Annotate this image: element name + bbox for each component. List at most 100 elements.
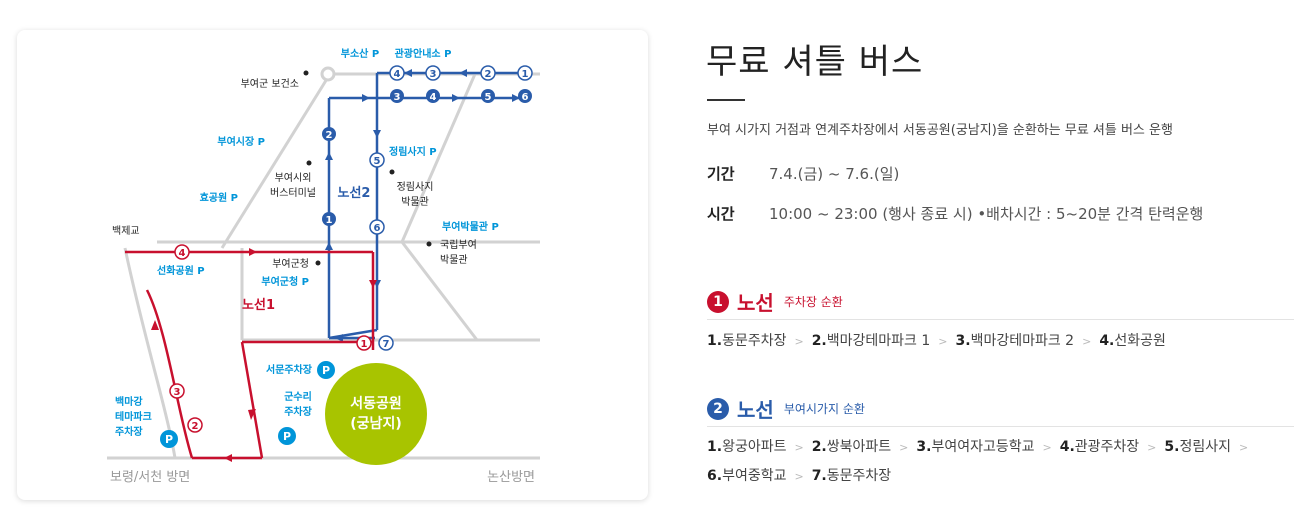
stop-item: 4.선화공원 [1099, 327, 1166, 355]
r1-stop-4-num: 4 [179, 248, 186, 259]
route1-arrow-left [224, 454, 232, 462]
landmark-dots [303, 70, 432, 266]
museum-p-label: 부여박물관 P [442, 220, 499, 233]
stop-name: 동문주차장 [826, 468, 892, 484]
r2-stop-4 [426, 89, 440, 103]
gunsu-label-2: 주차장 [284, 405, 312, 418]
parking-icon-p: P [283, 430, 291, 443]
r1-stop-4 [174, 244, 190, 260]
r2-stop-1 [322, 212, 336, 226]
chevron-right-icon: > [1042, 441, 1052, 454]
boganso-label: 부여군 보건소 [241, 78, 299, 90]
stop-number: 5. [1164, 439, 1180, 455]
baekma-label-2: 테마파크 [115, 410, 152, 423]
r2-stop-7-num: 7 [383, 339, 390, 350]
stop-name: 동문주차장 [722, 333, 787, 349]
stop-name: 백마강테마파크 2 [970, 333, 1075, 349]
stop-name: 부여중학교 [722, 468, 787, 484]
jeongnim-p-label: 정림사지 P [389, 145, 437, 158]
r2-stop-2 [322, 127, 336, 141]
route2-divider [707, 426, 1294, 427]
museum-label-2: 박물관 [440, 254, 468, 266]
r2-stop-6 [518, 89, 532, 103]
seonhwa-label: 선화공원 P [157, 264, 205, 277]
route1-arrow-right [249, 248, 257, 256]
r2-stop-2-num: 2 [326, 130, 333, 141]
stop-item: 5.정림사지> [1164, 433, 1256, 462]
parking-icon [317, 361, 335, 379]
stop-number: 1. [707, 333, 723, 349]
stop-name: 선화공원 [1114, 333, 1166, 349]
description: 부여 시가지 거점과 연계주차장에서 서동공원(궁남지)을 순환하는 무료 셔틀… [707, 123, 1173, 138]
road-node [320, 66, 336, 82]
stop-number: 6. [707, 468, 723, 484]
r2-stop-4-num: 4 [430, 92, 437, 103]
stop-number: 2. [811, 439, 827, 455]
stop-name: 쌍북아파트 [826, 439, 892, 455]
stop-name: 왕궁아파트 [722, 439, 787, 455]
stop-name: 정림사지 [1179, 439, 1231, 455]
stop-number: 4. [1099, 333, 1115, 349]
stop-item: 6.부여중학교> [707, 462, 812, 491]
hyogong-label: 효공원 P [200, 191, 238, 204]
jeongnim-label-1: 정림사지 [397, 181, 434, 193]
park-label-2: (궁남지) [350, 415, 401, 432]
route2-stops: 1.왕궁아파트>2.쌍북아파트>3.부여여자고등학교>4.관광주차장>5.정림사… [707, 433, 1302, 491]
route2-arrow-left [335, 334, 343, 342]
r1-stop-2 [187, 417, 203, 433]
route1-map-label: 노선1 [242, 297, 275, 313]
stop-item: 1.동문주차장 > [707, 327, 812, 356]
stop-item: 2.쌍북아파트 > [812, 433, 917, 462]
r1-stop-1-num: 1 [361, 339, 368, 350]
gwangwang-label: 관광안내소 P [395, 47, 452, 60]
stop-number: 1. [707, 439, 723, 455]
seomun-label: 서문주차장 [266, 363, 313, 376]
route-map: 서동공원 (궁남지) 2 1 3 4 5 6 4 3 2 1 5 6 7 4 1… [17, 30, 648, 500]
page-title: 무료 셔틀 버스 [706, 42, 924, 82]
route1-arrow-down [369, 280, 377, 288]
stop-item: 7.동문주차장 [812, 462, 891, 490]
r1-stop-3-num: 3 [174, 387, 181, 398]
route1-arrow-up [151, 320, 159, 330]
r2-stop-3 [390, 89, 404, 103]
r2-return-4 [389, 65, 405, 81]
r1-stop-1 [356, 335, 372, 351]
route2-number-badge: 2 [707, 397, 729, 420]
route1-header: 1 노선 주차장 순환 [707, 287, 843, 316]
parking-icon [160, 430, 178, 448]
terminal-label-2: 버스터미널 [270, 187, 316, 199]
route1-stops: 1.동문주차장>2.백마강테마파크 1>3.백마강테마파크 2>4.선화공원 [707, 327, 1302, 356]
baekma-label-3: 주차장 [115, 425, 143, 438]
chevron-right-icon: > [899, 441, 909, 454]
park-circle [325, 363, 427, 465]
period-value: 7.4.(금) ~ 7.6.(일) [769, 165, 900, 183]
gunsu-label-1: 군수리 [284, 390, 312, 403]
museum-label-1: 국립부여 [440, 238, 477, 251]
jeongnim-label-2: 박물관 [401, 196, 429, 208]
route1-arrow-down-2 [248, 409, 256, 420]
route1-divider [707, 319, 1294, 320]
county-label: 부여군청 [272, 258, 309, 270]
r2-stop-5-out [369, 152, 385, 168]
route2-map-label: 노선2 [338, 185, 371, 201]
stop-item: 3.부여여자고등학교> [916, 433, 1059, 462]
time-label: 시간 [707, 205, 735, 223]
route2-subtitle: 부여시가지 순환 [783, 402, 865, 416]
r1-stop-2-num: 2 [192, 421, 199, 432]
route-map-svg: 서동공원 (궁남지) 2 1 3 4 5 6 4 3 2 1 5 6 7 4 1… [107, 47, 540, 485]
r2-stop-1-num: 1 [326, 215, 333, 226]
boryeong-label: 보령/서천 방면 [110, 470, 190, 485]
r2-return-4-num: 4 [394, 69, 401, 80]
nonsan-label: 논산방면 [487, 470, 535, 485]
r2-stop-6-out-num: 6 [374, 223, 381, 234]
market-label: 부여시장 P [217, 135, 265, 148]
chevron-right-icon: > [1082, 335, 1092, 348]
chevron-right-icon: > [938, 335, 948, 348]
parking-icon [278, 427, 296, 445]
parking-icon-p: P [165, 433, 173, 446]
baekma-label-1: 백마강 [115, 395, 143, 408]
chevron-right-icon: > [1147, 441, 1157, 454]
chevron-right-icon: > [794, 335, 804, 348]
